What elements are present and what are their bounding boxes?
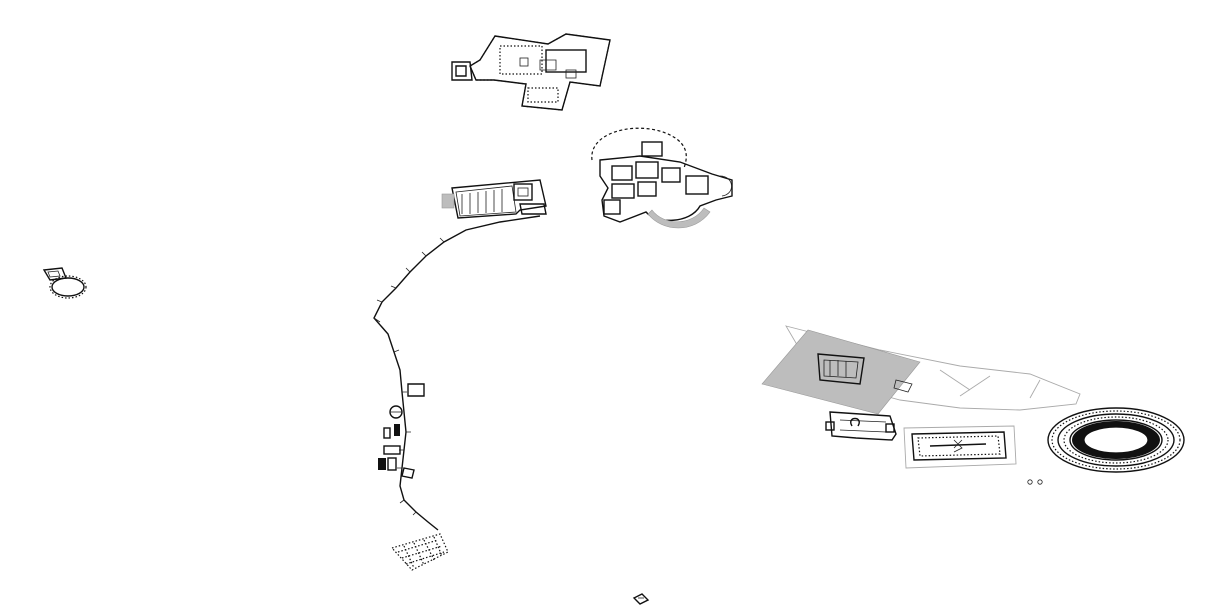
- wall-buildings: [378, 405, 415, 479]
- forum-area: [761, 325, 1081, 415]
- small-shrine: [632, 593, 650, 605]
- amphitheatre: [1047, 407, 1185, 473]
- city-wall: [373, 215, 541, 531]
- baths-complex: [451, 33, 611, 111]
- villa-complex: [591, 127, 733, 229]
- insula-grid: [390, 533, 449, 571]
- round-temple: [42, 267, 87, 299]
- basilica: [825, 411, 897, 441]
- circus: [903, 425, 1043, 485]
- temple-complex: [441, 179, 547, 219]
